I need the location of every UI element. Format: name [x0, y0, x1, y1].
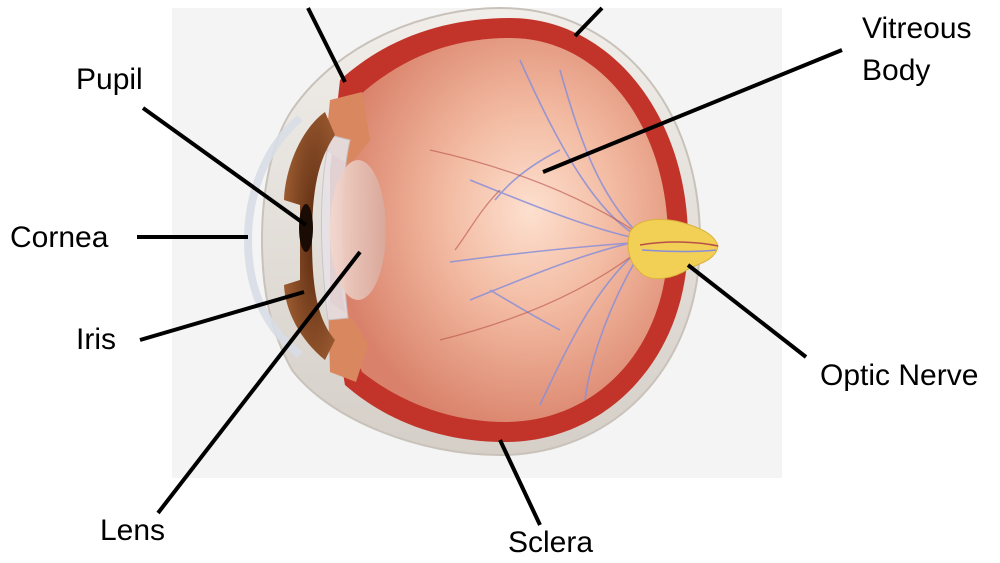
label-vitreous-body: Vitreous Body — [862, 8, 972, 92]
label-sclera: Sclera — [508, 525, 593, 561]
label-vitreous-line2: Body — [862, 50, 972, 92]
label-pupil: Pupil — [76, 62, 143, 98]
vitreous-body — [340, 38, 668, 422]
label-optic-nerve: Optic Nerve — [820, 358, 978, 394]
label-lens: Lens — [100, 513, 165, 549]
label-cornea: Cornea — [10, 220, 108, 256]
pupil — [299, 204, 313, 252]
label-iris: Iris — [76, 322, 116, 358]
label-vitreous-line1: Vitreous — [862, 8, 972, 50]
